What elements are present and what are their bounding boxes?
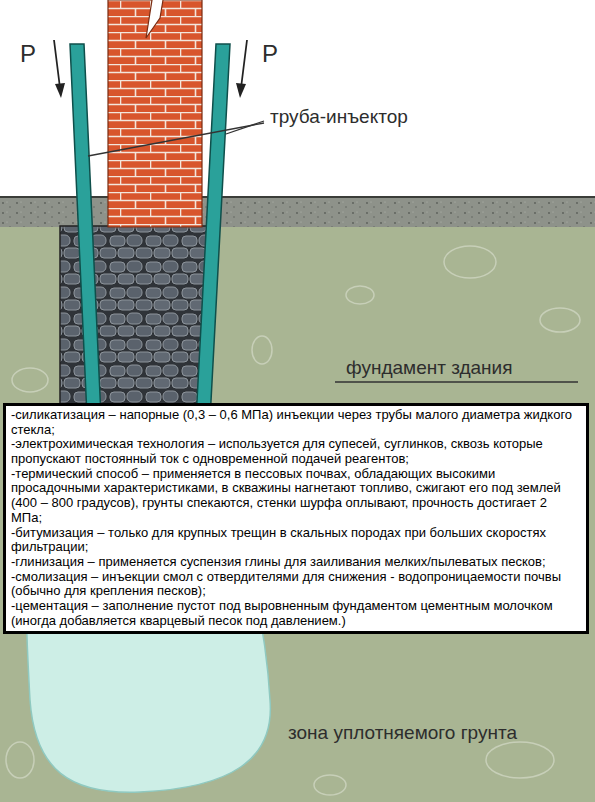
method-item: -битумизация – только для крупных трещин… xyxy=(11,526,581,555)
method-item: -смолизация – инъекции смол с отвердител… xyxy=(11,570,581,599)
zone-label: зона уплотняемого грунта xyxy=(288,722,517,744)
method-item: -электрохимическая технология – использу… xyxy=(11,437,581,466)
force-label: P xyxy=(262,40,278,68)
part-label: фундамент здания xyxy=(346,357,513,379)
part-label: труба-инъектор xyxy=(270,106,408,128)
force-label: P xyxy=(20,40,36,68)
method-item: -термический способ – применяется в песс… xyxy=(11,467,581,526)
method-item: -цементация – заполнение пустот под выро… xyxy=(11,599,581,628)
method-item: -глинизация – применяется суспензия глин… xyxy=(11,555,581,570)
method-item: -силикатизация – напорные (0,3 – 0,6 МПа… xyxy=(11,408,581,437)
text-panel: -силикатизация – напорные (0,3 – 0,6 МПа… xyxy=(3,403,589,634)
